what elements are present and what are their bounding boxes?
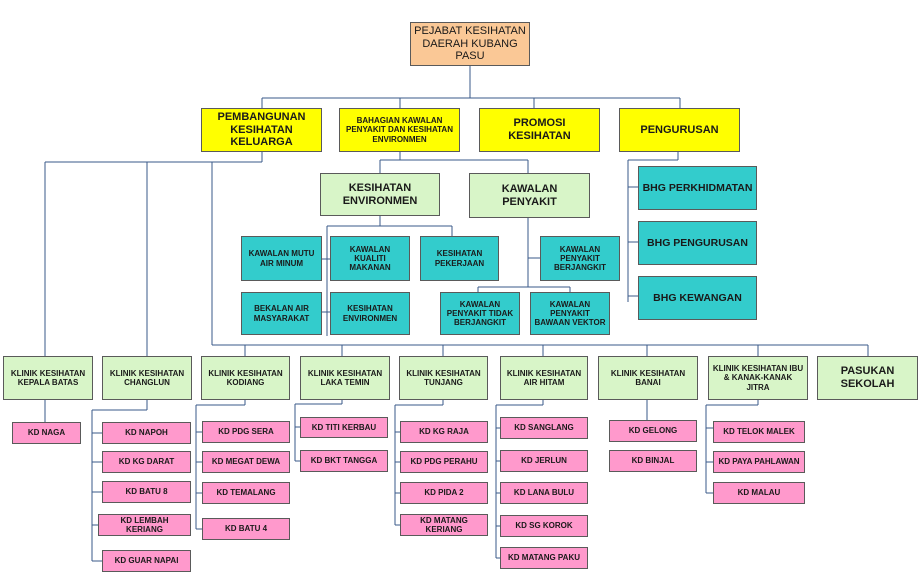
section-mutu-air: KAWALAN MUTU AIR MINUM	[241, 236, 322, 281]
clinic-jitra: KLINIK KESIHATAN IBU & KANAK-KANAK JITRA	[708, 356, 808, 400]
unit-kawalan-penyakit: KAWALAN PENYAKIT	[469, 173, 590, 218]
kd-batu-4: KD BATU 4	[202, 518, 290, 540]
connector	[394, 400, 444, 526]
division-pembangunan: PEMBANGUNAN KESIHATAN KELUARGA	[201, 108, 322, 152]
kd-naga: KD NAGA	[12, 422, 81, 444]
kd-binjal: KD BINJAL	[609, 450, 697, 472]
clinic-pasukan-sekolah: PASUKAN SEKOLAH	[817, 356, 918, 400]
section-bawaan-vektor: KAWALAN PENYAKIT BAWAAN VEKTOR	[530, 292, 610, 335]
clinic-laka-temin: KLINIK KESIHATAN LAKA TEMIN	[300, 356, 390, 400]
kd-gelong: KD GELONG	[609, 420, 697, 442]
connector	[495, 400, 544, 559]
kd-kg-darat: KD KG DARAT	[102, 451, 191, 473]
kd-malau: KD MALAU	[713, 482, 805, 504]
kd-sanglang: KD SANGLANG	[500, 417, 588, 439]
kd-kg-raja: KD KG RAJA	[400, 421, 488, 443]
connector	[195, 400, 246, 530]
kd-batu-8: KD BATU 8	[102, 481, 191, 503]
connector	[294, 400, 343, 462]
connector	[91, 400, 148, 562]
kd-pida-2: KD PIDA 2	[400, 482, 488, 504]
admin-kewangan: BHG KEWANGAN	[638, 276, 757, 320]
clinic-banai: KLINIK KESIHATAN BANAI	[598, 356, 698, 400]
connector	[627, 152, 679, 302]
connector	[261, 66, 681, 108]
connector	[44, 152, 869, 356]
admin-pengurusan: BHG PENGURUSAN	[638, 221, 757, 265]
connector	[477, 218, 571, 292]
kd-lana-bulu: KD LANA BULU	[500, 482, 588, 504]
admin-perkhidmatan: BHG PERKHIDMATAN	[638, 166, 757, 210]
section-bekalan-air: BEKALAN AIR MASYARAKAT	[241, 292, 322, 335]
kd-bkt-tangga: KD BKT TANGGA	[300, 450, 388, 472]
kd-pdg-sera: KD PDG SERA	[202, 421, 290, 443]
clinic-kodiang: KLINIK KESIHATAN KODIANG	[201, 356, 290, 400]
kd-pdg-perahu: KD PDG PERAHU	[400, 451, 488, 473]
kd-telok-malek: KD TELOK MALEK	[713, 421, 805, 443]
kd-guar-napai: KD GUAR NAPAI	[102, 550, 191, 572]
kd-sg-korok: KD SG KOROK	[500, 515, 588, 537]
kd-matang-keriang: KD MATANG KERIANG	[400, 514, 488, 536]
division-pengurusan: PENGURUSAN	[619, 108, 740, 152]
division-promosi: PROMOSI KESIHATAN	[479, 108, 600, 152]
kd-lembah-keriang: KD LEMBAH KERIANG	[98, 514, 191, 536]
section-kualiti-makanan: KAWALAN KUALITI MAKANAN	[330, 236, 410, 281]
section-kesihatan-env: KESIHATAN ENVIRONMEN	[330, 292, 410, 335]
kd-paya-pahlawan: KD PAYA PAHLAWAN	[713, 451, 805, 473]
clinic-air-hitam: KLINIK KESIHATAN AIR HITAM	[500, 356, 588, 400]
connector	[322, 216, 453, 336]
unit-kesihatan-environmen: KESIHATAN ENVIRONMEN	[320, 173, 440, 216]
section-pekerjaan: KESIHATAN PEKERJAAN	[420, 236, 499, 281]
kd-jerlun: KD JERLUN	[500, 450, 588, 472]
clinic-changlun: KLINIK KESIHATAN CHANGLUN	[102, 356, 192, 400]
kd-napoh: KD NAPOH	[102, 422, 191, 444]
clinic-kepala-batas: KLINIK KESIHATAN KEPALA BATAS	[3, 356, 93, 400]
division-kawalan: BAHAGIAN KAWALAN PENYAKIT DAN KESIHATAN …	[339, 108, 460, 152]
connector	[379, 152, 529, 173]
section-berjangkit: KAWALAN PENYAKIT BERJANGKIT	[540, 236, 620, 281]
root-office: PEJABAT KESIHATAN DAERAH KUBANG PASU	[410, 22, 530, 66]
kd-megat-dewa: KD MEGAT DEWA	[202, 451, 290, 473]
connector	[705, 400, 759, 494]
section-tidak-berjangkit: KAWALAN PENYAKIT TIDAK BERJANGKIT	[440, 292, 520, 335]
kd-matang-paku: KD MATANG PAKU	[500, 547, 588, 569]
clinic-tunjang: KLINIK KESIHATAN TUNJANG	[399, 356, 488, 400]
kd-temalang: KD TEMALANG	[202, 482, 290, 504]
kd-titi-kerbau: KD TITI KERBAU	[300, 417, 388, 438]
